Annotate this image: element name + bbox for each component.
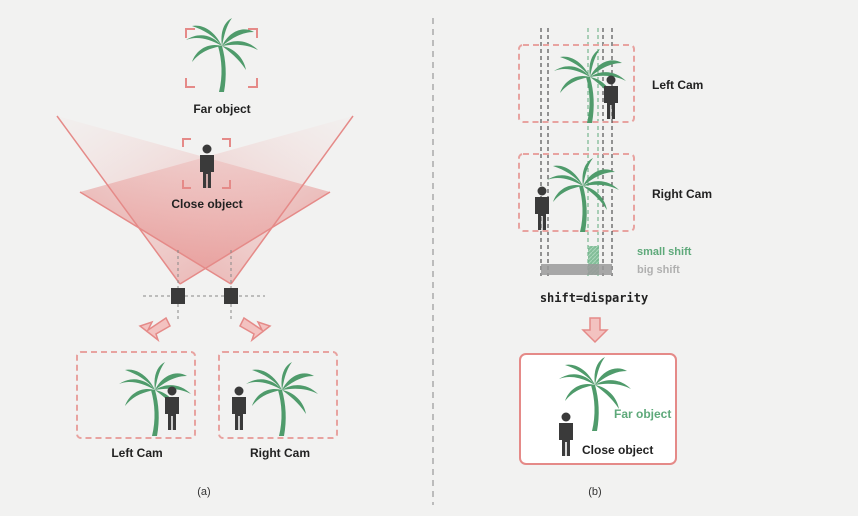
far-object-label: Far object <box>193 102 251 116</box>
arrow-down-icon <box>581 317 609 344</box>
close-object-frame <box>182 138 231 189</box>
palm-tree-icon <box>246 362 318 436</box>
palm-tree-icon <box>119 362 191 436</box>
arrow-to-left-cam <box>138 316 171 343</box>
panel-b-left-cam-label: Left Cam <box>652 78 704 92</box>
result-close-object-label: Close object <box>582 443 654 457</box>
small-shift-bar <box>588 246 599 275</box>
panel-b-right-cam-frame <box>518 153 635 232</box>
palm-tree-icon <box>547 158 619 232</box>
caption-b: (b) <box>588 486 602 498</box>
caption-a: (a) <box>197 486 211 498</box>
disparity-equation: shift=disparity <box>539 291 649 305</box>
right-cam-view-frame <box>218 351 338 439</box>
small-shift-label: small shift <box>637 246 692 258</box>
result-far-object-label: Far object <box>614 407 672 421</box>
left-cam-label: Left Cam <box>111 446 163 460</box>
right-camera-beam <box>80 116 353 284</box>
left-cam-view-frame <box>76 351 196 439</box>
person-icon <box>604 75 618 119</box>
disparity-guides <box>540 28 613 276</box>
arrow-to-right-cam <box>239 316 272 343</box>
big-shift-bar <box>541 264 612 275</box>
right-camera-icon <box>224 288 238 304</box>
panel-b-right-cam-label: Right Cam <box>652 187 712 201</box>
right-cam-label: Right Cam <box>250 446 310 460</box>
person-icon <box>232 386 246 430</box>
person-icon <box>535 186 549 230</box>
palm-tree-icon <box>186 18 258 93</box>
camera-crosshairs <box>143 250 265 320</box>
far-object-frame <box>185 28 258 88</box>
person-icon <box>165 386 179 430</box>
panel-b-left-cam-frame <box>518 44 635 123</box>
left-camera-icon <box>171 288 185 304</box>
close-object-label: Close object <box>171 197 243 211</box>
big-shift-label: big shift <box>637 264 680 276</box>
